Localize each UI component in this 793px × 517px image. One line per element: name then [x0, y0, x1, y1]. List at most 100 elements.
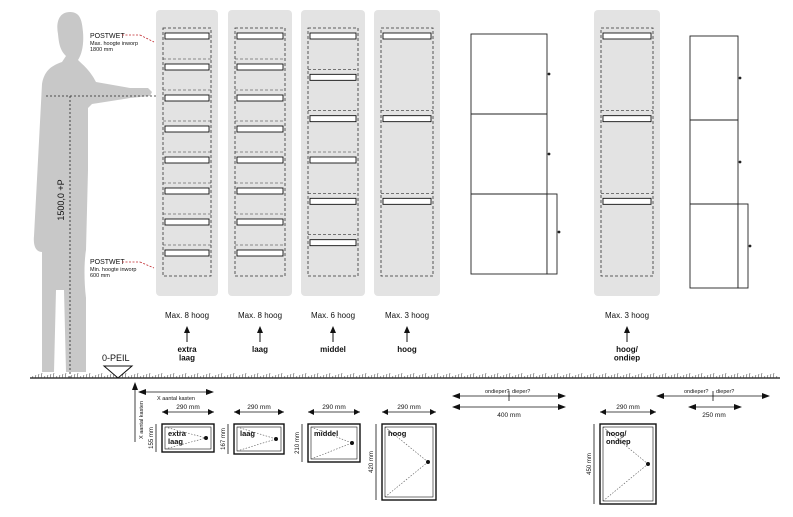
mailbox-door [310, 426, 358, 460]
grass-stroke [100, 372, 103, 379]
grass-stroke [490, 374, 493, 379]
box-type-label: laag [240, 429, 255, 438]
column-type-label-line: laag [179, 353, 195, 362]
grass-stroke [94, 374, 97, 379]
arrow-right-icon [650, 409, 656, 415]
column-type-label-line: hoog [397, 345, 417, 354]
width-label-line: 290 mm [247, 404, 270, 411]
grass-stroke [772, 372, 775, 379]
mail-slot [164, 94, 210, 102]
capacity-label: Max. 6 hoog [311, 311, 355, 320]
mail-slot [602, 197, 652, 205]
grass-stroke [676, 372, 679, 379]
box-height-label: 155 mm [149, 427, 155, 449]
mail-slot [236, 249, 284, 257]
box-type-label: middel [314, 429, 338, 438]
grass-stroke [454, 374, 457, 379]
postwet-min-leader2 [139, 261, 155, 269]
grass-stroke [151, 375, 154, 379]
grass-stroke [304, 372, 307, 379]
grass-stroke [352, 372, 355, 379]
postwet-max-title: POSTWET [90, 33, 125, 40]
grass-stroke [433, 373, 436, 379]
grass-stroke [298, 374, 301, 379]
grass-stroke [541, 373, 544, 379]
grass-stroke [382, 374, 385, 379]
grass-stroke [310, 374, 313, 379]
grass-stroke [229, 373, 232, 379]
column-type-label: laag [252, 345, 268, 354]
side-view-lock-icon [738, 76, 742, 80]
stack-width-label: X aantal kasten [157, 396, 195, 402]
grass-stroke [76, 372, 79, 379]
mail-slot [236, 156, 284, 164]
grass-stroke [271, 375, 274, 379]
box-height-label: 167 mm [221, 428, 227, 450]
grass-stroke [232, 372, 235, 379]
grass-stroke [436, 372, 439, 379]
grass-stroke [340, 372, 343, 379]
grass-stroke [499, 375, 502, 379]
grass-stroke [628, 372, 631, 379]
grass-stroke [208, 372, 211, 379]
mail-slot [164, 187, 210, 195]
grass-stroke [205, 373, 208, 379]
arrow-right-icon [762, 393, 770, 399]
grass-stroke [289, 373, 292, 379]
capacity-label-line: Max. 8 hoog [165, 311, 209, 320]
grass-stroke [610, 374, 613, 379]
grass-stroke [511, 375, 514, 379]
grass-stroke [544, 372, 547, 379]
arrow-right-icon [734, 404, 742, 410]
grass-stroke [142, 374, 145, 379]
width-label: 290 mm [176, 404, 199, 411]
grass-stroke [568, 372, 571, 379]
depth-q1-label: ondieper? [485, 389, 509, 395]
capacity-label: Max. 3 hoog [605, 311, 649, 320]
grass-stroke [724, 372, 727, 379]
grass-stroke [517, 373, 520, 379]
grass-stroke [199, 375, 202, 379]
grass-stroke [439, 375, 442, 379]
box-type-label-line: laag [168, 437, 183, 446]
grass-stroke [103, 375, 106, 379]
mail-slot [236, 218, 284, 226]
column-type-label-line: extra [177, 345, 197, 354]
grass-stroke [502, 374, 505, 379]
grass-stroke [214, 374, 217, 379]
grass-stroke [589, 373, 592, 379]
grass-stroke [769, 373, 772, 379]
grass-stroke [148, 372, 151, 379]
grass-stroke [430, 374, 433, 379]
mailbox-door [164, 426, 212, 450]
grass-stroke [85, 373, 88, 379]
grass-stroke [766, 374, 769, 379]
arrow-up-icon [257, 326, 263, 333]
grass-stroke [394, 374, 397, 379]
grass-stroke [127, 375, 130, 379]
box-type-label-line: middel [314, 429, 338, 438]
grass-stroke [592, 372, 595, 379]
grass-stroke [709, 373, 712, 379]
grass-stroke [466, 374, 469, 379]
arrow-right-icon [278, 409, 284, 415]
grass-stroke [763, 375, 766, 379]
grass-stroke [571, 375, 574, 379]
side-view-standard [470, 33, 561, 275]
door-swing-line [236, 426, 277, 440]
side-view-lock-icon [557, 230, 561, 234]
grass-stroke [691, 375, 694, 379]
grass-stroke [124, 372, 127, 379]
grass-stroke [37, 373, 40, 379]
width-label-line: 290 mm [397, 404, 420, 411]
grass-stroke [685, 373, 688, 379]
grass-stroke [460, 372, 463, 379]
grass-stroke [418, 374, 421, 379]
mail-slot [602, 32, 652, 40]
